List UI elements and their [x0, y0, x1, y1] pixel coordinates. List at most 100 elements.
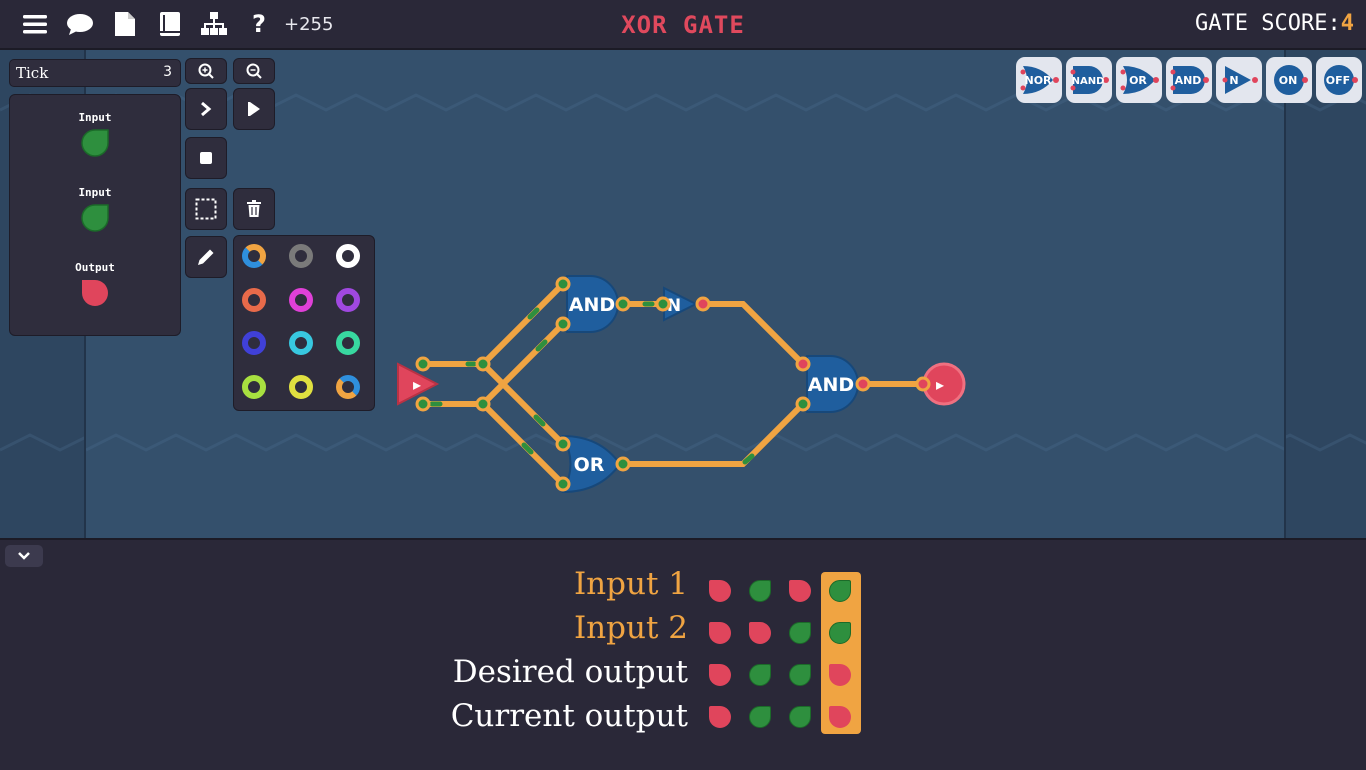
- step-button[interactable]: [185, 88, 227, 130]
- io-output[interactable]: Output: [10, 261, 180, 313]
- green-bead-icon: [749, 706, 771, 728]
- red-bead-icon: [709, 580, 731, 602]
- green-bead-icon: [749, 664, 771, 686]
- io-input-2[interactable]: Input: [10, 186, 180, 238]
- play-icon: [248, 102, 260, 116]
- output-node[interactable]: ▸: [922, 362, 966, 406]
- gate-label: AND: [569, 294, 615, 316]
- help-icon[interactable]: ?: [252, 10, 266, 38]
- color-palette: [233, 235, 375, 411]
- swatch-mixed[interactable]: [242, 244, 266, 268]
- gate-button-label: OFF: [1326, 74, 1350, 87]
- io-panel: Input Input Output: [9, 94, 181, 336]
- gate-label: N: [667, 296, 681, 316]
- gate-button-label: NAND: [1072, 76, 1105, 87]
- swatch-teal[interactable]: [336, 331, 360, 355]
- selection-icon: [195, 198, 217, 220]
- gate-score: GATE SCORE:4: [1195, 11, 1354, 36]
- truth-row-label-current: Current output: [450, 698, 688, 734]
- zoom-in-icon: [198, 63, 214, 79]
- io-label: Input: [78, 186, 112, 199]
- tick-value: 3: [163, 64, 172, 80]
- on-gate-button[interactable]: ON: [1266, 57, 1312, 103]
- chat-icon[interactable]: [65, 9, 95, 39]
- red-bead-icon: [829, 664, 851, 686]
- swatch-purple[interactable]: [336, 288, 360, 312]
- swatch-lime[interactable]: [242, 375, 266, 399]
- zoom-out-button[interactable]: [233, 58, 275, 84]
- green-bead-icon: [81, 204, 109, 232]
- green-bead-icon: [829, 580, 851, 602]
- svg-text:▸: ▸: [413, 375, 421, 394]
- green-bead-icon: [789, 706, 811, 728]
- chevron-down-icon: [18, 552, 30, 560]
- gate-button-label: ON: [1279, 74, 1298, 87]
- pencil-icon: [198, 249, 214, 265]
- nor-gate-button[interactable]: NOR: [1016, 57, 1062, 103]
- swatch-orange[interactable]: [242, 288, 266, 312]
- delete-button[interactable]: [233, 188, 275, 230]
- swatch-cyan[interactable]: [289, 331, 313, 355]
- trash-icon: [247, 200, 261, 217]
- input-node[interactable]: ▸: [397, 362, 440, 406]
- green-bead-icon: [749, 580, 771, 602]
- nand-gate-button[interactable]: NAND: [1066, 57, 1112, 103]
- select-button[interactable]: [185, 188, 227, 230]
- pencil-button[interactable]: [185, 236, 227, 278]
- tick-counter: Tick 3: [9, 59, 181, 87]
- red-bead-icon: [709, 664, 731, 686]
- and-gate[interactable]: AND: [566, 275, 619, 333]
- gate-label: AND: [808, 374, 854, 396]
- truth-row-label-input-2: Input 2: [573, 610, 688, 646]
- red-bead-icon: [789, 580, 811, 602]
- swatch-magenta[interactable]: [289, 288, 313, 312]
- collapse-button[interactable]: [5, 545, 43, 567]
- points-counter: +255: [284, 14, 334, 35]
- and-gate-button[interactable]: AND: [1166, 57, 1212, 103]
- swatch-yellow[interactable]: [289, 375, 313, 399]
- gate-score-value: 4: [1340, 11, 1354, 36]
- zoom-in-button[interactable]: [185, 58, 227, 84]
- gate-button-label: N: [1229, 74, 1238, 87]
- tick-label: Tick: [16, 64, 49, 82]
- file-icon[interactable]: [110, 9, 140, 39]
- swatch-gray[interactable]: [289, 244, 313, 268]
- book-icon[interactable]: [155, 9, 185, 39]
- off-gate-button[interactable]: OFF: [1316, 57, 1362, 103]
- menu-icon[interactable]: [20, 9, 50, 39]
- red-bead-icon: [709, 622, 731, 644]
- io-input-1[interactable]: Input: [10, 111, 180, 163]
- svg-text:▸: ▸: [936, 375, 944, 394]
- gate-button-label: NOR: [1024, 74, 1052, 87]
- chevron-right-icon: [201, 101, 212, 117]
- truth-row-label-input-1: Input 1: [573, 566, 688, 602]
- green-bead-icon: [81, 129, 109, 157]
- red-bead-icon: [749, 622, 771, 644]
- or-gate-button[interactable]: OR: [1116, 57, 1162, 103]
- io-label: Output: [75, 261, 115, 274]
- swatch-white[interactable]: [336, 244, 360, 268]
- stop-button[interactable]: [185, 137, 227, 179]
- gate-label: OR: [574, 454, 605, 476]
- green-bead-icon: [789, 622, 811, 644]
- green-bead-icon: [789, 664, 811, 686]
- stop-icon: [200, 152, 212, 164]
- swatch-blue[interactable]: [242, 331, 266, 355]
- or-gate[interactable]: OR: [561, 434, 622, 494]
- red-bead-icon: [82, 280, 108, 306]
- truth-table-panel: [0, 538, 1366, 770]
- wire-signals: [429, 301, 755, 465]
- red-bead-icon: [709, 706, 731, 728]
- gate-button-label: AND: [1175, 74, 1202, 87]
- not-gate-button[interactable]: N: [1216, 57, 1262, 103]
- io-label: Input: [78, 111, 112, 124]
- tree-icon[interactable]: [199, 9, 229, 39]
- gate-score-label: GATE SCORE:: [1195, 11, 1341, 36]
- and-gate[interactable]: AND: [806, 355, 859, 413]
- pins[interactable]: [415, 276, 931, 492]
- circuit-diagram[interactable]: ▸ ▸ AND OR N AND: [0, 0, 1366, 538]
- play-button[interactable]: [233, 88, 275, 130]
- green-bead-icon: [829, 622, 851, 644]
- truth-row-label-desired: Desired output: [452, 654, 688, 690]
- swatch-mixed-2[interactable]: [336, 375, 360, 399]
